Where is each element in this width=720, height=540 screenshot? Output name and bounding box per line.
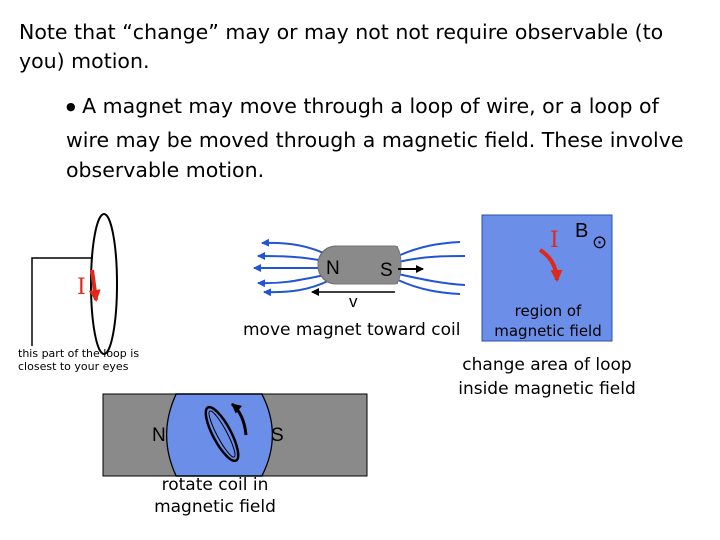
current-arrow-region — [538, 248, 563, 282]
field-out-of-page-icon: ⊙ — [592, 232, 607, 253]
bullet-dot-icon: ● — [66, 100, 76, 113]
south-pole-face — [261, 393, 368, 477]
field-line — [397, 279, 461, 295]
field-line — [261, 238, 331, 257]
change-area-caption: change area of loop inside magnetic fiel… — [458, 355, 636, 399]
rotating-coil-group: N S — [102, 393, 368, 477]
coil-outer — [204, 405, 240, 463]
bar-magnet-group: N S v — [253, 238, 466, 311]
coil-north-label: N — [152, 425, 166, 446]
loop-closest-note: this part of the loop is closest to your… — [18, 347, 140, 373]
coil-south-label: S — [271, 425, 284, 446]
current-label-region: I — [550, 228, 559, 253]
field-line — [257, 273, 331, 288]
rotation-arrow — [230, 402, 248, 436]
field-line — [389, 241, 461, 263]
field-line — [397, 273, 466, 286]
field-line — [397, 255, 466, 263]
wire-loop: I — [31, 213, 118, 355]
field-region-caption: region of magnetic field — [494, 302, 602, 340]
bullet-text: A magnet may move through a loop of wire… — [66, 94, 684, 182]
field-line — [263, 279, 331, 297]
magnet-south-label: S — [380, 260, 393, 281]
move-magnet-caption: move magnet toward coil — [243, 320, 461, 340]
velocity-label: v — [349, 292, 358, 311]
field-lines — [253, 238, 466, 297]
coil-inner — [208, 410, 236, 458]
rotating-coil — [204, 405, 240, 463]
bullet-point: ● A magnet may move through a loop of wi… — [66, 91, 686, 185]
current-label-left: I — [77, 275, 86, 300]
north-pole-face — [102, 393, 177, 477]
slide-title: Note that “change” may or may not not re… — [19, 20, 664, 73]
loop-ellipse — [90, 213, 118, 355]
field-label-b: B — [575, 220, 588, 242]
gap-field-region — [165, 393, 274, 477]
magnet-outline — [317, 245, 402, 285]
magnet-north-label: N — [326, 258, 340, 279]
field-region-box — [481, 214, 613, 342]
magnetic-field-region: I B ⊙ — [481, 214, 613, 342]
loop-lead-wire — [31, 257, 93, 346]
rotate-coil-caption: rotate coil in magnetic field — [154, 475, 276, 517]
current-arrow-left — [88, 269, 101, 302]
